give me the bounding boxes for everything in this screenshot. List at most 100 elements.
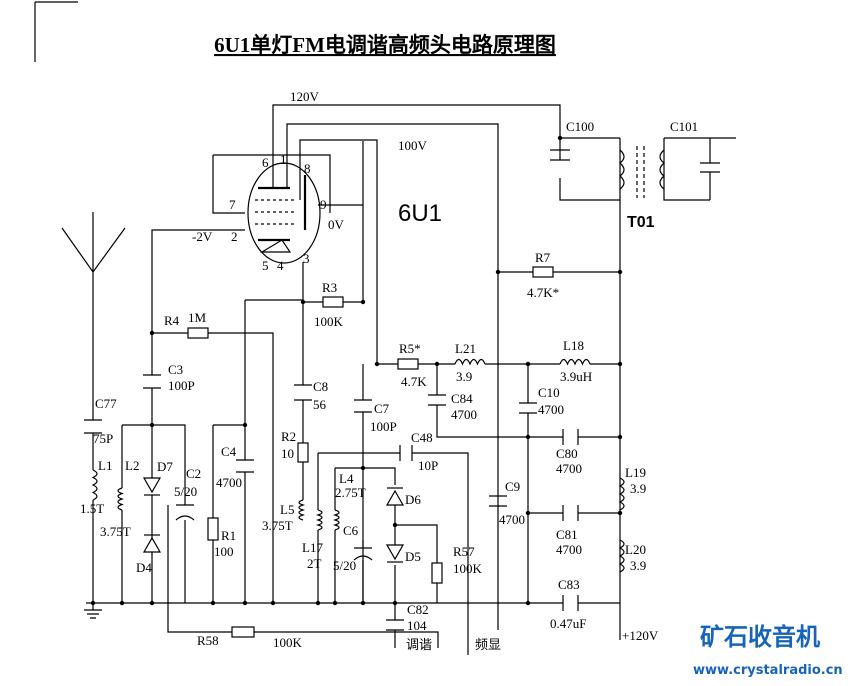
label-l21-value: 3.9	[456, 369, 472, 384]
capacitor-c101	[700, 162, 720, 180]
label-d7: D7	[157, 459, 173, 474]
label-neg2v: -2V	[192, 229, 213, 244]
label-0v: 0V	[328, 217, 345, 232]
label-c48: C48	[411, 430, 433, 445]
corner-mark	[34, 1, 78, 62]
label-l18-value: 3.9uH	[560, 369, 592, 384]
resistor-r5	[397, 358, 419, 370]
pin-6: 6	[262, 155, 269, 170]
label-c83-value: 0.47uF	[550, 616, 586, 631]
pin-1: 1	[280, 152, 287, 167]
label-l20-value: 3.9	[630, 558, 646, 573]
label-c2: C2	[186, 466, 201, 481]
label-l17: L17	[302, 540, 323, 555]
label-c84: C84	[451, 391, 473, 406]
label-plus120v: +120V	[622, 628, 659, 643]
label-r58: R58	[197, 633, 219, 648]
label-c6-value: 5/20	[333, 558, 356, 573]
page-title: 6U1单灯FM电调谐高频头电路原理图	[214, 33, 556, 57]
capacitor-c9	[489, 495, 507, 507]
inductor-l1	[91, 469, 98, 501]
resistor-r1	[207, 517, 219, 541]
label-d6: D6	[405, 492, 421, 507]
capacitor-c10	[519, 402, 537, 414]
inductor-l2	[117, 487, 124, 511]
label-100v: 100V	[398, 138, 428, 153]
pin-3: 3	[303, 251, 310, 266]
label-l2: L2	[125, 458, 139, 473]
inductor-l21	[454, 358, 486, 366]
label-r2-value: 10	[281, 446, 294, 461]
label-l5-value: 3.75T	[262, 518, 293, 533]
transformer-t01	[619, 146, 665, 198]
label-r4: R4	[164, 313, 180, 328]
label-t01: T01	[627, 214, 655, 231]
label-c82: C82	[407, 602, 429, 617]
resistor-r2	[297, 442, 309, 463]
label-r1-value: 100	[214, 544, 234, 559]
inductor-l18	[559, 358, 591, 366]
label-r5: R5*	[399, 341, 421, 356]
capacitor-c2	[175, 504, 195, 521]
label-l19-value: 3.9	[630, 481, 646, 496]
pin-8: 8	[304, 161, 311, 176]
capacitor-c80	[562, 429, 579, 445]
label-c7-value: 100P	[370, 419, 397, 434]
label-c2-value: 5/20	[174, 484, 197, 499]
label-c6: C6	[343, 523, 359, 538]
label-l18: L18	[563, 338, 584, 353]
tube-name: 6U1	[398, 200, 442, 227]
label-l2-value: 3.75T	[100, 524, 131, 539]
label-c10: C10	[538, 385, 560, 400]
junction-dots	[90, 135, 623, 606]
capacitor-c3	[143, 374, 161, 389]
label-c81-value: 4700	[556, 542, 582, 557]
label-c9: C9	[505, 479, 520, 494]
label-c101: C101	[670, 119, 698, 134]
watermark-brand: 矿石收音机	[700, 623, 820, 651]
label-r7-value: 4.7K*	[527, 285, 559, 300]
diode-d7	[142, 477, 162, 496]
label-c100: C100	[566, 119, 594, 134]
label-c83: C83	[558, 577, 580, 592]
watermark-url: www.crystalradio.cn	[693, 663, 843, 678]
label-r5-value: 4.7K	[401, 374, 427, 389]
label-c80-value: 4700	[556, 461, 582, 476]
capacitor-c6	[353, 547, 373, 561]
label-r2: R2	[281, 429, 296, 444]
label-l5: L5	[280, 502, 294, 517]
resistor-r3	[322, 296, 344, 308]
inductor-l20	[618, 539, 625, 573]
pin-4: 4	[277, 258, 284, 273]
label-d5: D5	[405, 549, 421, 564]
label-c8-value: 56	[313, 397, 327, 412]
label-c4-value: 4700	[216, 475, 242, 490]
label-r58-value: 100K	[273, 635, 303, 650]
resistor-r57	[431, 562, 443, 584]
label-c4: C4	[221, 444, 237, 459]
label-c48-value: 10P	[418, 458, 438, 473]
label-r7: R7	[535, 250, 551, 265]
inductor-l19	[618, 477, 625, 511]
label-c7: C7	[374, 401, 390, 416]
tube-heater	[259, 239, 292, 253]
ground-icon	[84, 603, 102, 619]
label-r3: R3	[322, 280, 337, 295]
tube-6u1	[247, 162, 321, 264]
label-r57-value: 100K	[453, 561, 483, 576]
label-c77: C77	[95, 396, 117, 411]
capacitor-c100	[550, 149, 570, 161]
label-c81: C81	[556, 527, 578, 542]
tube-envelope	[247, 162, 321, 264]
capacitor-c83	[562, 595, 579, 611]
pin-2: 2	[231, 229, 238, 244]
label-c77-value: 75P	[93, 431, 113, 446]
resistor-r58	[231, 626, 255, 638]
inductor-l17	[315, 509, 323, 531]
label-c80: C80	[556, 446, 578, 461]
label-c3-value: 100P	[168, 378, 195, 393]
label-r1: R1	[221, 528, 236, 543]
label-c9-value: 4700	[499, 512, 525, 527]
